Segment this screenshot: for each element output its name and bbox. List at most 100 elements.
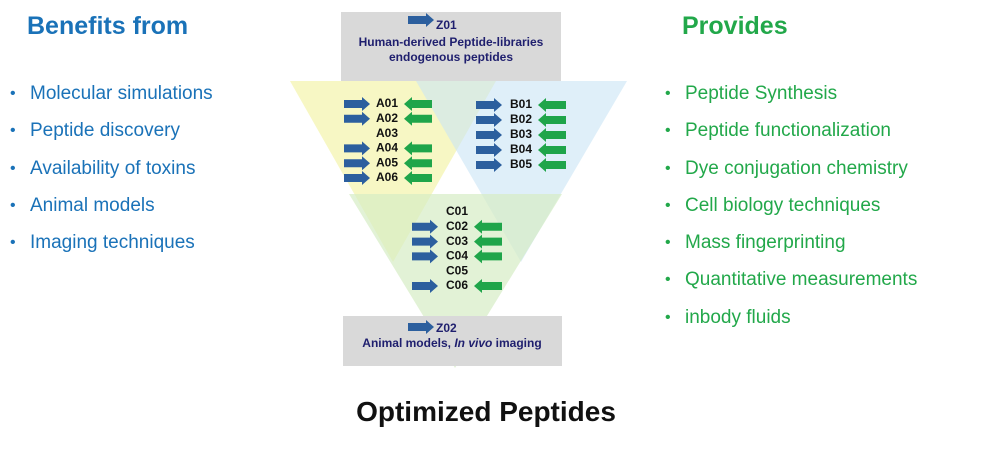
provides-item-label: Dye conjugation chemistry — [685, 157, 908, 179]
arrow-right-icon — [412, 279, 438, 293]
provides-item: • Peptide Synthesis — [665, 83, 917, 120]
arrow-left-icon — [474, 249, 502, 264]
top-box-line1: Human-derived Peptide-libraries — [359, 35, 544, 49]
arrow-right-icon — [476, 113, 502, 127]
peptide-label: B04 — [510, 142, 532, 156]
provides-item: • Cell biology techniques — [665, 195, 917, 232]
peptide-label: C03 — [446, 234, 468, 248]
provides-item: • Peptide functionalization — [665, 120, 917, 157]
arrow-right-icon — [412, 219, 438, 234]
provides-item-label: Quantitative measurements — [685, 269, 918, 291]
arrow-left-icon — [404, 156, 432, 171]
benefits-item-label: Molecular simulations — [30, 83, 213, 104]
benefits-heading: Benefits from — [27, 12, 189, 40]
arrow-left-icon — [404, 171, 432, 185]
peptide-label: C04 — [446, 249, 468, 263]
peptide-label: C06 — [446, 278, 468, 292]
benefits-item-label: Animal models — [30, 194, 155, 216]
peptide-label: A02 — [376, 111, 398, 125]
peptide-label: B02 — [510, 112, 532, 126]
provides-item: • Dye conjugation chemistry — [665, 158, 917, 195]
bottom-box-arrow-icon — [408, 320, 434, 334]
bullet-icon: • — [665, 308, 671, 326]
bullet-icon: • — [665, 196, 671, 214]
peptide-label: B01 — [510, 97, 532, 111]
peptide-label: A03 — [376, 126, 398, 140]
benefits-item-label: Availability of toxins — [30, 157, 196, 179]
provides-item-label: inbody fluids — [685, 306, 791, 328]
benefits-item-label: Peptide discovery — [30, 120, 180, 142]
arrow-right-icon — [476, 158, 502, 172]
provides-item: • Quantitative measurements — [665, 269, 917, 306]
benefits-item: • Availability of toxins — [10, 158, 213, 195]
arrow-right-icon — [412, 249, 438, 264]
arrow-left-icon — [404, 141, 432, 156]
bullet-icon: • — [10, 85, 16, 102]
bullet-icon: • — [10, 159, 16, 177]
bullet-icon: • — [665, 271, 671, 289]
bottom-box-line1: Animal models, In vivo imaging — [362, 336, 541, 350]
arrow-right-icon — [412, 234, 438, 249]
bottom-box — [343, 316, 562, 366]
provides-item-label: Peptide functionalization — [685, 120, 891, 142]
bullet-icon: • — [10, 196, 16, 214]
arrow-right-icon — [476, 128, 502, 142]
peptide-label: A06 — [376, 170, 398, 184]
bullet-icon: • — [10, 234, 16, 252]
bottom-box-code: Z02 — [436, 321, 457, 335]
provides-item-label: Mass fingerprinting — [685, 232, 846, 254]
triangle-c — [349, 194, 562, 368]
arrow-left-icon — [538, 113, 566, 127]
top-box — [341, 12, 561, 81]
benefits-list: • Molecular simulations • Peptide discovery… — [10, 83, 213, 269]
benefits-item: • Peptide discovery — [10, 120, 213, 157]
arrow-right-icon — [476, 98, 502, 112]
bullet-icon: • — [665, 122, 671, 140]
bullet-icon: • — [665, 85, 671, 102]
arrow-left-icon — [538, 128, 566, 142]
peptide-label: A04 — [376, 141, 398, 155]
bullet-icon: • — [665, 159, 671, 177]
arrow-left-icon — [538, 98, 566, 112]
peptide-label: C02 — [446, 219, 468, 233]
arrow-left-icon — [538, 158, 566, 172]
peptide-label: A05 — [376, 155, 398, 169]
arrow-right-icon — [344, 171, 370, 185]
arrow-right-icon — [344, 141, 370, 156]
arrow-left-icon — [474, 219, 502, 234]
provides-heading: Provides — [682, 12, 788, 40]
bullet-icon: • — [10, 122, 16, 140]
arrow-left-icon — [404, 97, 432, 111]
peptide-label: C01 — [446, 204, 468, 218]
provides-item: • inbody fluids — [665, 307, 917, 344]
benefits-item: • Molecular simulations — [10, 83, 213, 120]
arrow-right-icon — [476, 143, 502, 157]
bullet-icon: • — [665, 234, 671, 252]
optimized-peptides-title: Optimized Peptides — [356, 396, 616, 427]
arrow-right-icon — [344, 156, 370, 171]
top-box-code: Z01 — [436, 18, 457, 32]
arrow-left-icon — [404, 111, 432, 126]
arrow-right-icon — [408, 13, 434, 27]
peptide-label: C05 — [446, 263, 468, 277]
peptide-label: A01 — [376, 96, 398, 110]
provides-item-label: Cell biology techniques — [685, 194, 881, 216]
arrow-left-icon — [538, 143, 566, 157]
provides-item: • Mass fingerprinting — [665, 232, 917, 269]
peptide-label: B03 — [510, 127, 532, 141]
arrow-right-icon — [344, 111, 370, 126]
top-box-line2: endogenous peptides — [389, 50, 513, 64]
triangle-b — [416, 81, 627, 262]
benefits-item-label: Imaging techniques — [30, 232, 195, 254]
provides-list: • Peptide Synthesis • Peptide functionaliza… — [665, 83, 917, 344]
arrow-right-icon — [344, 97, 370, 111]
arrow-left-icon — [474, 279, 502, 293]
arrow-right-icon — [408, 320, 434, 334]
provides-item-label: Peptide Synthesis — [685, 83, 838, 104]
top-box-arrow-icon — [408, 13, 434, 27]
peptide-label: B05 — [510, 157, 532, 171]
